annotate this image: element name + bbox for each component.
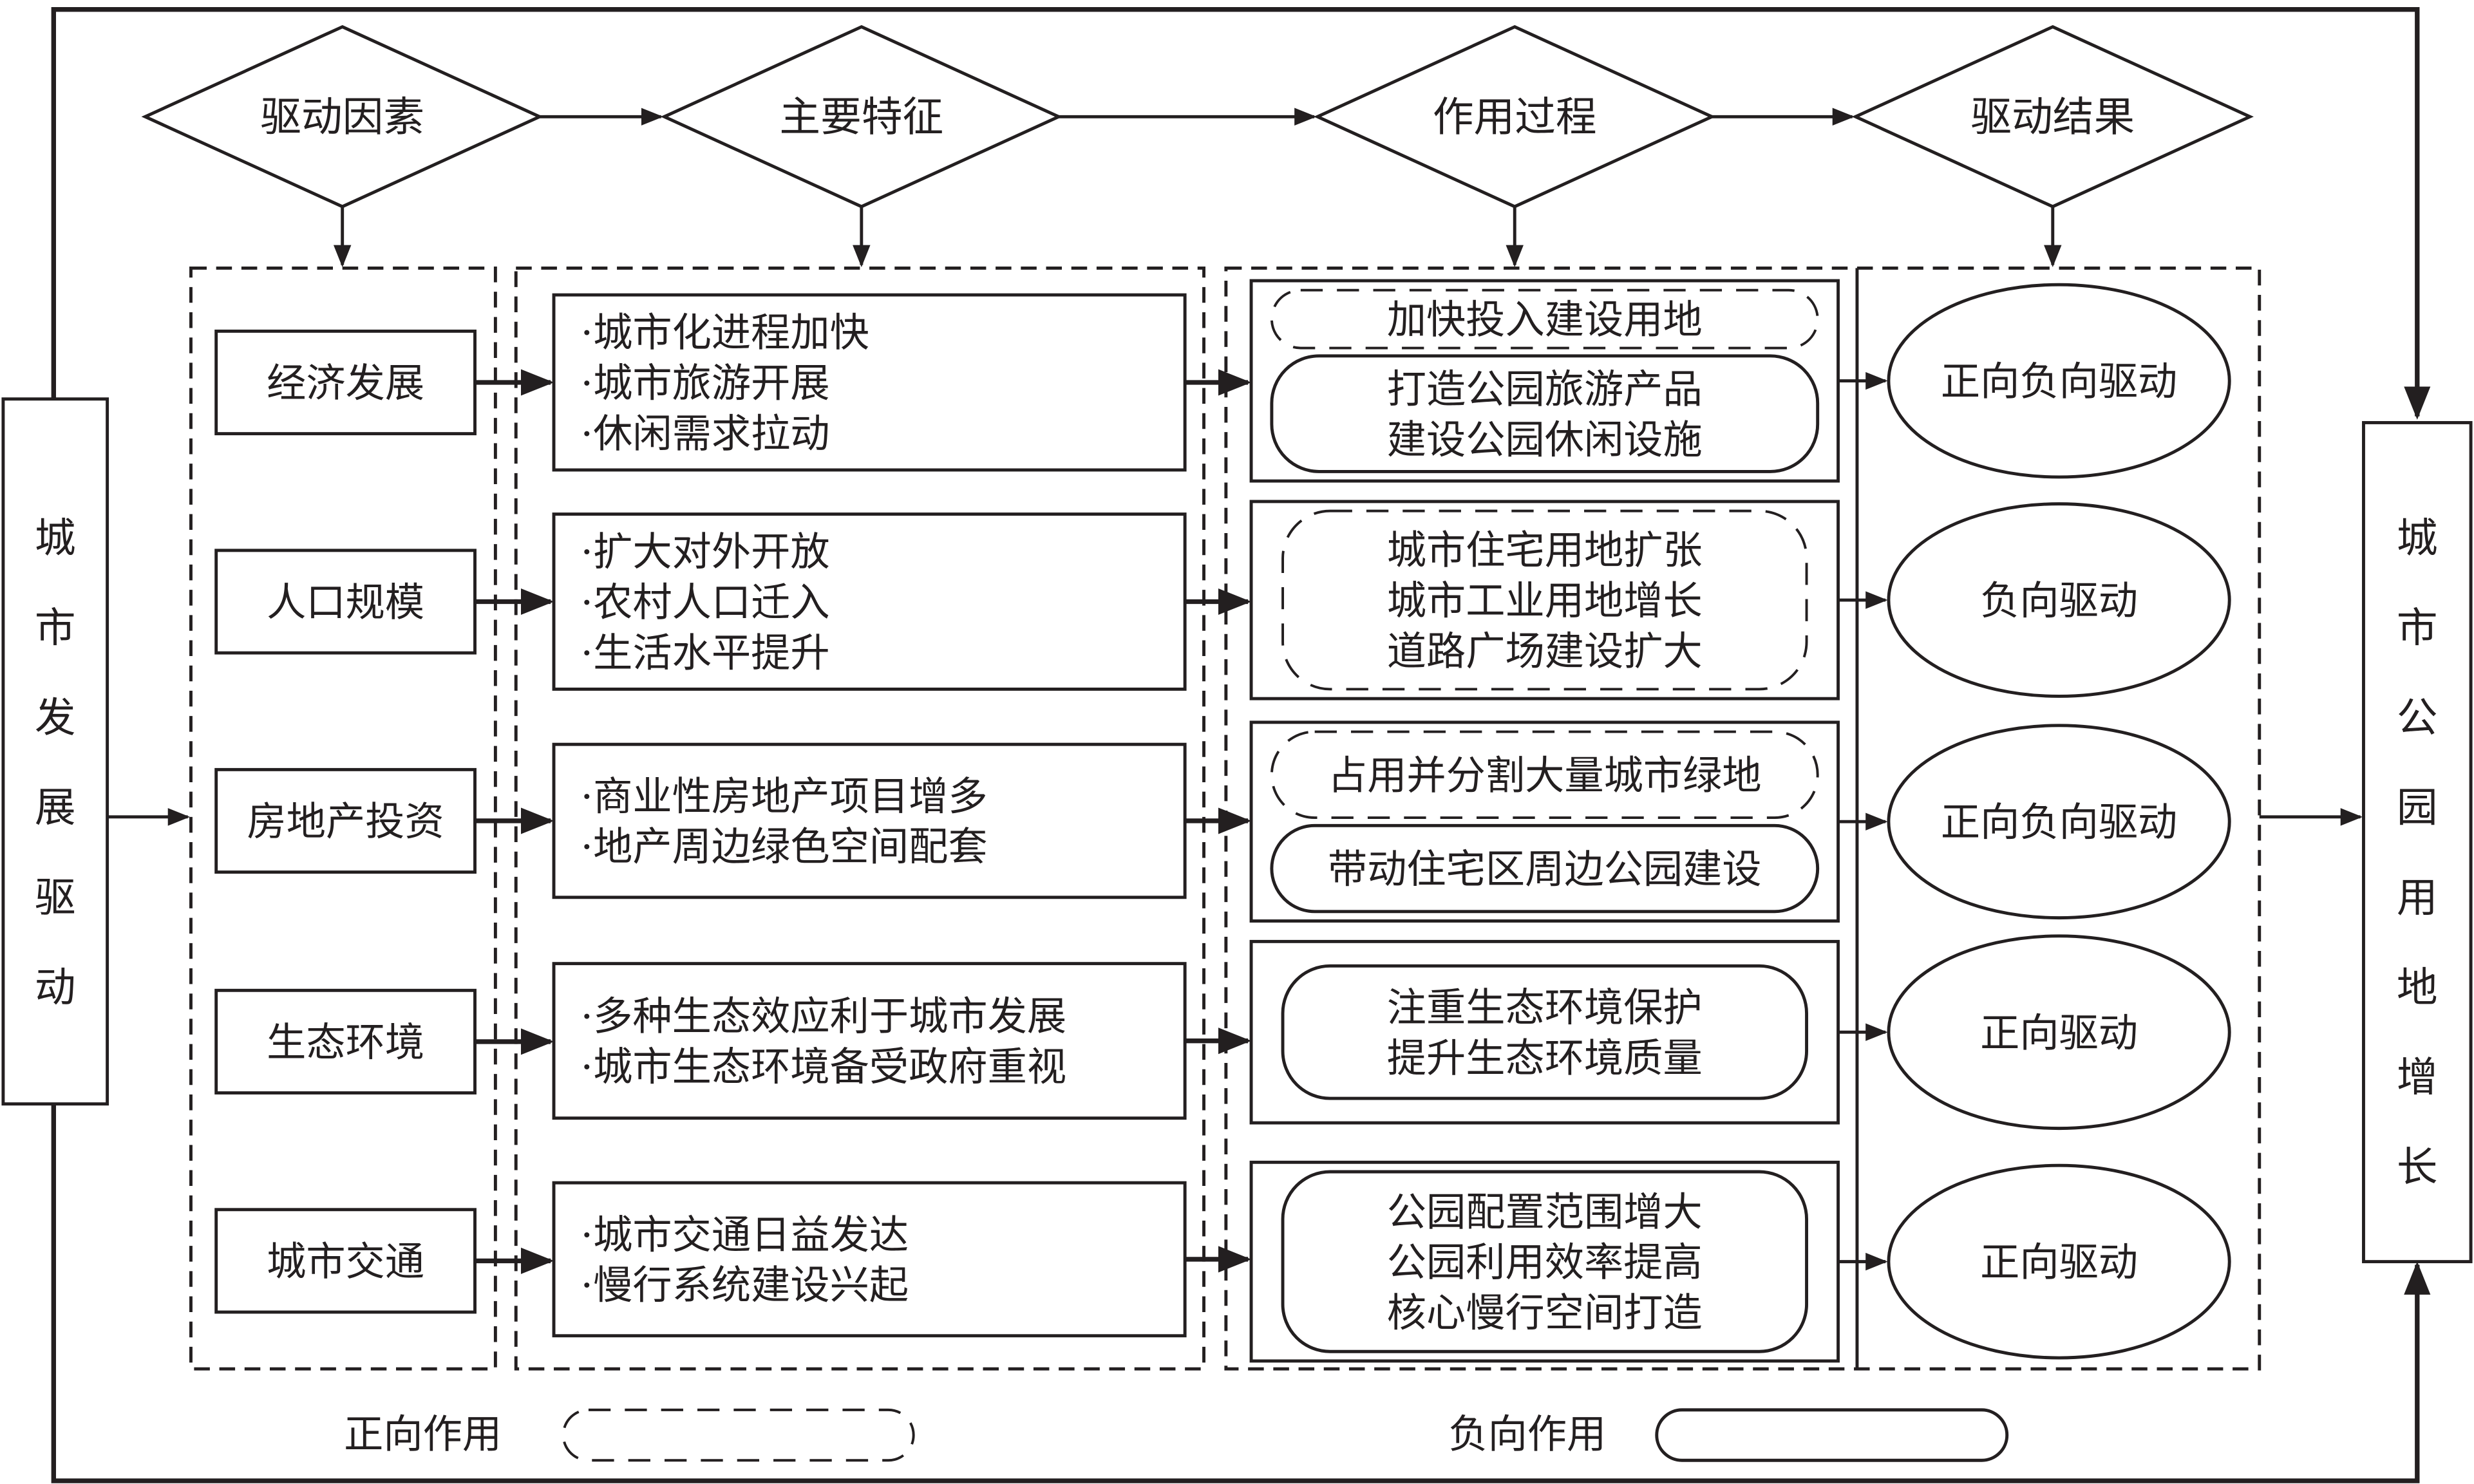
feature-box xyxy=(552,742,1187,899)
factor-label: 人口规模 xyxy=(267,580,424,626)
legend: 正向作用 负向作用 xyxy=(344,1408,2009,1462)
legend-positive-swatch xyxy=(562,1408,915,1462)
driver-row: 经济发展 ·城市化进程加快 ·城市旅游开展 ·休闲需求拉动 加快投入建设用地打造公园旅游… xyxy=(214,279,2231,483)
feature-item: ·城市生态环境备受政府重视 xyxy=(581,1044,1066,1090)
right_box-char: 用 xyxy=(2397,874,2438,922)
left_box-char: 市 xyxy=(35,605,76,652)
legend-positive-label: 正向作用 xyxy=(344,1412,502,1458)
factor-box xyxy=(214,767,477,874)
legend-negative-swatch xyxy=(1655,1408,2009,1462)
stage-diamond-3: 作用过程 xyxy=(1314,24,1855,267)
left_box-char: 展 xyxy=(35,784,76,832)
result-ellipse xyxy=(1887,934,2231,1131)
feature-item: ·多种生态效应利于城市发展 xyxy=(581,994,1066,1040)
right_box-char: 公 xyxy=(2397,695,2438,742)
left_box-char: 城 xyxy=(35,514,76,562)
process-text: 加快投入建设用地 xyxy=(1387,297,1703,343)
result-ellipse xyxy=(1887,502,2231,698)
positive-effect-pill xyxy=(1270,288,1819,350)
stage-label: 主要特征 xyxy=(779,93,943,141)
driver-row: 城市交通 ·城市交通日益发达 ·慢行系统建设兴起 公园配置范围增大公园利用效率提高核心… xyxy=(214,1160,2231,1363)
outer-loop xyxy=(51,7,2431,1483)
right_box-char: 长 xyxy=(2397,1144,2438,1192)
process-text: 城市住宅用地扩张 xyxy=(1387,528,1703,574)
result-ellipse xyxy=(1887,1163,2231,1360)
driver-row: 房地产投资 ·商业性房地产项目增多·地产周边绿色空间配套 占用并分割大量城市绿地带动… xyxy=(214,720,2231,923)
factor-label: 生态环境 xyxy=(267,1020,424,1066)
feature-box xyxy=(552,1181,1187,1338)
process-text: 建设公园休闲设施 xyxy=(1387,417,1703,463)
negative-effect-pill xyxy=(1281,1170,1808,1353)
left_box-char: 发 xyxy=(35,695,76,742)
result-label: 正向驱动 xyxy=(1980,1240,2138,1286)
process-text: 占用并分割大量城市绿地 xyxy=(1328,753,1762,798)
factors-column xyxy=(189,266,497,1371)
factor-label: 城市交通 xyxy=(267,1239,424,1284)
process-text: 打造公园旅游产品 xyxy=(1387,366,1703,412)
process-text: 道路广场建设扩大 xyxy=(1387,628,1703,674)
right_box-char: 增 xyxy=(2397,1054,2438,1102)
left_box-char: 驱 xyxy=(35,874,76,922)
feature-box xyxy=(552,512,1187,691)
negative-effect-pill xyxy=(1270,354,1820,473)
result-ellipse xyxy=(1887,724,2231,920)
stage-label: 驱动结果 xyxy=(1970,93,2135,141)
stage-label: 驱动因素 xyxy=(260,93,424,141)
feature-item: ·休闲需求拉动 xyxy=(581,411,830,456)
result-ellipse xyxy=(1887,283,2231,479)
feature-item: ·商业性房地产项目增多 xyxy=(581,774,988,820)
feature-item: ·城市交通日益发达 xyxy=(581,1212,909,1258)
result-label: 负向驱动 xyxy=(1980,578,2138,624)
stage-headers: 驱动因素 主要特征 作用过程 驱动结果 xyxy=(141,24,2254,267)
factor-box xyxy=(214,549,477,655)
stage-label: 作用过程 xyxy=(1433,93,1597,141)
process-text: 核心慢行空间打造 xyxy=(1387,1290,1703,1336)
legend-negative-label: 负向作用 xyxy=(1448,1412,1606,1458)
left_box-char: 动 xyxy=(35,964,76,1011)
stage-diamond-1: 驱动因素 xyxy=(141,24,664,267)
process-text: 注重生态环境保护 xyxy=(1387,985,1703,1031)
bottom-loop-line xyxy=(51,1104,2431,1483)
right_box-char: 园 xyxy=(2397,784,2438,832)
top-loop-line xyxy=(51,7,2431,420)
process-text: 城市工业用地增长 xyxy=(1387,578,1703,624)
result-label: 正向负向驱动 xyxy=(1941,800,2177,845)
right_box-char: 城 xyxy=(2397,514,2438,562)
right-box-frame xyxy=(2362,421,2473,1264)
stage-diamond-2: 主要特征 xyxy=(660,24,1317,267)
right_box-char: 市 xyxy=(2397,605,2438,652)
feature-item: ·城市旅游开展 xyxy=(581,361,830,406)
feature-item: ·扩大对外开放 xyxy=(581,529,830,575)
process-text: 公园配置范围增大 xyxy=(1387,1189,1703,1235)
feature-item: ·慢行系统建设兴起 xyxy=(581,1263,909,1308)
negative-effect-pill xyxy=(1270,823,1820,914)
process-text: 公园利用效率提高 xyxy=(1387,1240,1703,1286)
right_box-char: 地 xyxy=(2397,964,2438,1011)
negative-effect-pill xyxy=(1281,964,1808,1100)
left-box-frame xyxy=(1,397,109,1106)
feature-box xyxy=(552,293,1187,472)
driver-row: 人口规模 ·扩大对外开放 ·农村人口迁入·生活水平提升 城市住宅用地扩张城市工业用地增… xyxy=(214,500,2231,700)
positive-effect-pill xyxy=(1270,730,1819,820)
stage-diamond-4: 驱动结果 xyxy=(1851,24,2254,267)
factor-box xyxy=(214,329,477,436)
result-label: 正向负向驱动 xyxy=(1941,359,2177,405)
process-text: 提升生态环境质量 xyxy=(1387,1035,1703,1081)
positive-effect-pill xyxy=(1281,509,1808,691)
feature-item: ·生活水平提升 xyxy=(581,630,830,676)
factor-label: 经济发展 xyxy=(267,361,424,406)
feature-box xyxy=(552,962,1187,1120)
factor-label: 房地产投资 xyxy=(247,799,444,845)
factor-box xyxy=(214,1208,477,1314)
feature-item: ·地产周边绿色空间配套 xyxy=(581,824,988,870)
feature-item: ·城市化进程加快 xyxy=(581,310,869,356)
process-text: 带动住宅区周边公园建设 xyxy=(1328,847,1762,892)
driver-row: 生态环境 ·多种生态效应利于城市发展·城市生态环境备受政府重视 注重生态环境保护提升… xyxy=(214,934,2231,1131)
result-label: 正向驱动 xyxy=(1980,1010,2138,1056)
driver-rows: 经济发展 ·城市化进程加快 ·城市旅游开展 ·休闲需求拉动 加快投入建设用地打造公园旅游… xyxy=(214,279,2231,1363)
feature-item: ·农村人口迁入 xyxy=(581,580,830,626)
